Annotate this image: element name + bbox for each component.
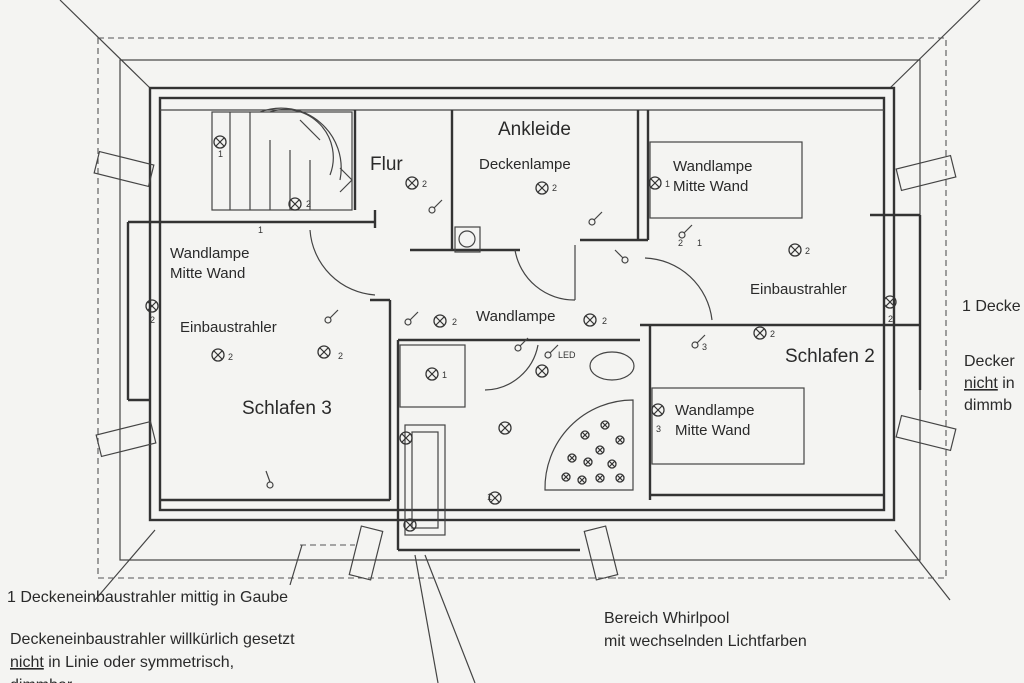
interior-walls	[126, 110, 922, 552]
svg-text:1: 1	[487, 492, 492, 502]
svg-text:2: 2	[228, 352, 233, 362]
room-label-schlafen-2: Schlafen 2	[785, 346, 875, 367]
room-label-schlafen-3: Schlafen 3	[242, 398, 332, 419]
led-icon	[580, 430, 590, 440]
label-einbaustrahler-s2: Einbaustrahler	[750, 281, 847, 298]
lamp-icon	[488, 491, 502, 505]
lamp-icon	[535, 181, 549, 195]
ceiling-lamps	[145, 135, 897, 532]
led-icon	[615, 435, 625, 445]
svg-text:1: 1	[697, 238, 702, 248]
label-wandlampe-s3-2: Mitte Wand	[170, 265, 245, 282]
note-right-2: Decker	[964, 353, 1015, 370]
dormers	[93, 150, 957, 683]
svg-text:1: 1	[258, 225, 263, 235]
lamp-icon	[498, 421, 512, 435]
led-icon	[595, 445, 605, 455]
switch-icon	[324, 309, 339, 324]
staircase	[211, 107, 353, 211]
label-wandlampe-s2b-2: Mitte Wand	[675, 422, 750, 439]
note-whirlpool-2: mit wechselnden Lichtfarben	[604, 633, 807, 650]
lamp-icon	[535, 364, 549, 378]
note-gaube: 1 Deckeneinbaustrahler mittig in Gaube	[7, 589, 288, 606]
switch-icon	[588, 211, 603, 226]
label-wandlampe-s2b-1: Wandlampe	[675, 402, 754, 419]
switch-icon	[514, 337, 529, 352]
lamp-icon	[211, 348, 225, 362]
label-wandlampe-flur: Wandlampe	[476, 308, 555, 325]
note-willkuer-3: dimmbar	[10, 677, 73, 683]
lamp-icon	[145, 299, 159, 313]
circuit-numbers: 2 1 2 1 2 1 2 2 2 3 2 2 2 2 2 1 1 3 2 1	[150, 149, 893, 502]
svg-text:3: 3	[656, 424, 661, 434]
switch-icon	[614, 249, 629, 264]
note-willkuer-1: Deckeneinbaustrahler willkürlich gesetzt	[10, 631, 295, 648]
svg-text:2: 2	[306, 199, 311, 209]
svg-text:2: 2	[338, 351, 343, 361]
lamp-icon	[288, 197, 302, 211]
whirlpool-leds	[561, 420, 625, 485]
led-icon	[607, 459, 617, 469]
bathroom-fixtures	[399, 226, 635, 536]
lamp-icon	[651, 403, 665, 417]
lamp-icon	[788, 243, 802, 257]
switches	[265, 199, 706, 489]
door-swings	[309, 229, 713, 391]
lamp-icon	[753, 326, 767, 340]
lamp-icon	[583, 313, 597, 327]
lamp-icon	[433, 314, 447, 328]
svg-text:2: 2	[888, 314, 893, 324]
switch-icon	[428, 199, 443, 214]
switch-icon	[678, 224, 693, 239]
svg-text:2: 2	[422, 179, 427, 189]
svg-text:1: 1	[665, 179, 670, 189]
led-icon	[583, 457, 593, 467]
lamp-icon	[403, 518, 417, 532]
label-deckenlampe: Deckenlampe	[479, 156, 571, 173]
room-label-flur: Flur	[370, 154, 403, 175]
label-led: LED	[558, 350, 576, 360]
lamp-icon	[425, 367, 439, 381]
svg-text:2: 2	[552, 183, 557, 193]
svg-text:1: 1	[218, 149, 223, 159]
label-einbaustrahler-s3: Einbaustrahler	[180, 319, 277, 336]
led-icon	[595, 473, 605, 483]
switch-icon	[691, 334, 706, 349]
led-icon	[577, 475, 587, 485]
led-icon	[567, 453, 577, 463]
led-icon	[561, 472, 571, 482]
note-whirlpool-1: Bereich Whirlpool	[604, 610, 729, 627]
note-right-4: dimmb	[964, 397, 1012, 414]
lamp-icon	[405, 176, 419, 190]
svg-text:1: 1	[442, 370, 447, 380]
label-wandlampe-s2a-2: Mitte Wand	[673, 178, 748, 195]
lamp-icon	[399, 431, 413, 445]
lamp-icon	[213, 135, 227, 149]
svg-text:2: 2	[678, 238, 683, 248]
exterior-walls	[148, 86, 896, 522]
switch-icon	[265, 470, 274, 489]
svg-text:2: 2	[770, 329, 775, 339]
lamp-icon	[648, 176, 662, 190]
switch-icon	[544, 344, 559, 359]
svg-text:3: 3	[702, 342, 707, 352]
note-right-3: nicht in	[964, 375, 1015, 392]
label-wandlampe-s3-1: Wandlampe	[170, 245, 249, 262]
room-label-ankleide: Ankleide	[498, 119, 571, 140]
svg-text:2: 2	[150, 315, 155, 325]
svg-text:2: 2	[805, 246, 810, 256]
lamp-icon	[317, 345, 331, 359]
switch-icon	[404, 311, 419, 326]
svg-text:2: 2	[602, 316, 607, 326]
note-willkuer-2: nicht in Linie oder symmetrisch,	[10, 654, 234, 671]
led-icon	[615, 473, 625, 483]
led-icon	[600, 420, 610, 430]
svg-text:2: 2	[452, 317, 457, 327]
note-right-1: 1 Decke	[962, 298, 1021, 315]
label-wandlampe-s2a-1: Wandlampe	[673, 158, 752, 175]
lamp-icon	[883, 295, 897, 309]
